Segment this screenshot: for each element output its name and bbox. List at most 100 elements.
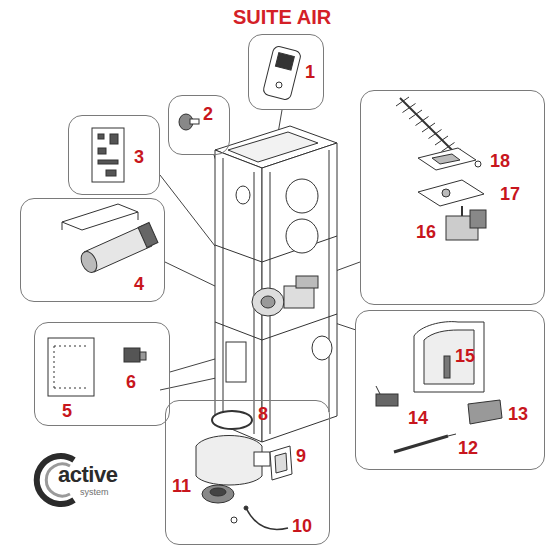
callout-number: 18 <box>490 151 510 171</box>
inner-fan <box>252 288 284 316</box>
inner-fan-hub <box>261 296 275 308</box>
part-1-display <box>262 45 301 100</box>
gearmotor-head <box>470 210 486 228</box>
stove-cabinet <box>215 126 337 442</box>
cover-slot <box>444 356 450 378</box>
frame-rail <box>262 314 337 340</box>
callout-number: 2 <box>203 104 213 124</box>
plate-18 <box>418 148 476 170</box>
igniter-cap <box>138 223 158 248</box>
outlet-gasket <box>270 446 292 480</box>
callout-number: 16 <box>416 222 436 242</box>
board-detail <box>54 388 88 389</box>
board-component <box>106 170 116 176</box>
board-component <box>98 134 104 139</box>
part-panel: 1 <box>248 34 324 110</box>
mother-board <box>48 338 94 396</box>
cable-end <box>244 506 248 510</box>
panel-hole <box>286 219 318 253</box>
inner-ring <box>312 336 332 360</box>
auger-spiral <box>396 97 461 158</box>
board-component <box>110 134 118 144</box>
blower-motor <box>202 485 234 503</box>
relay-pins <box>140 352 146 360</box>
pressure-cable <box>246 508 288 529</box>
probe-12 <box>394 436 448 452</box>
plate-17 <box>418 180 484 206</box>
inner-box <box>296 276 318 288</box>
logo-text: active <box>58 463 117 487</box>
cover-15 <box>414 322 484 392</box>
part-panel: 56 <box>34 322 170 426</box>
motor-shaft <box>461 206 463 216</box>
bracket-flange <box>62 222 63 230</box>
inner-motor-assembly <box>252 276 318 316</box>
display-button <box>276 82 282 88</box>
board-detail <box>54 346 55 388</box>
part-panel: 2 <box>168 95 230 155</box>
part-panel: 4 <box>20 198 165 302</box>
callout-number: 13 <box>508 404 528 424</box>
frame-rail <box>215 322 262 340</box>
board-component <box>98 148 106 154</box>
probe-wire <box>448 434 456 436</box>
upper-right-auger-parts <box>396 97 486 240</box>
part-panel: 8 9 10 11 <box>165 400 330 545</box>
callout-number: 14 <box>408 408 428 428</box>
bracket-flange <box>138 212 139 220</box>
panel-hole <box>286 179 318 213</box>
part-panel: 18 17 16 <box>360 90 545 305</box>
igniter-end <box>78 249 100 275</box>
auger-shaft <box>400 98 460 158</box>
inner-gearmotor <box>284 286 314 308</box>
knob-stem <box>190 119 199 124</box>
board-component <box>98 160 118 164</box>
callout-number: 8 <box>258 404 268 424</box>
diagram-title: SUITE AIR <box>233 5 331 29</box>
callout-number: 11 <box>172 476 191 496</box>
frame-rail <box>215 245 262 262</box>
block-13 <box>468 400 502 424</box>
logo-subtext: system <box>80 487 109 498</box>
part-4-igniter <box>62 204 158 275</box>
lower-right-parts <box>376 322 502 452</box>
switch-lever <box>376 386 380 394</box>
inner-plate <box>226 342 246 382</box>
part-5-6-electronics <box>48 338 146 396</box>
gasket-hole <box>275 453 287 473</box>
bottom-blower-parts <box>196 411 292 529</box>
board-detail <box>54 346 88 347</box>
top-opening <box>228 132 318 162</box>
gasket-ring <box>212 411 252 429</box>
frame-edge <box>329 150 330 412</box>
part-panel: 15 14 13 12 <box>355 310 545 470</box>
display-screen <box>275 53 294 70</box>
callout-number: 5 <box>62 401 72 421</box>
blower-outlet <box>254 452 270 466</box>
callout-number: 6 <box>126 372 136 392</box>
blower-housing <box>196 436 262 486</box>
control-board <box>92 128 124 182</box>
callout-number: 1 <box>305 62 315 82</box>
callout-number: 15 <box>455 346 475 366</box>
switch-14 <box>376 394 398 406</box>
screw <box>231 517 237 523</box>
part-3-control-board <box>92 128 124 182</box>
plate-17-hole <box>442 189 450 197</box>
panel-hole <box>236 186 250 204</box>
igniter-bracket <box>62 204 138 230</box>
relay-block <box>124 348 140 362</box>
callout-number: 9 <box>296 446 306 466</box>
callout-number: 12 <box>458 438 478 458</box>
frame-edge <box>223 158 224 420</box>
part-2-knob <box>179 114 199 130</box>
callout-number: 4 <box>134 274 144 294</box>
motor-cap <box>210 488 226 496</box>
screw <box>475 161 481 167</box>
plate-18-hole <box>432 154 460 164</box>
display-body <box>262 45 301 100</box>
part-panel: 3 <box>68 115 160 195</box>
callout-number: 17 <box>500 184 520 204</box>
callout-number: 10 <box>292 516 312 536</box>
